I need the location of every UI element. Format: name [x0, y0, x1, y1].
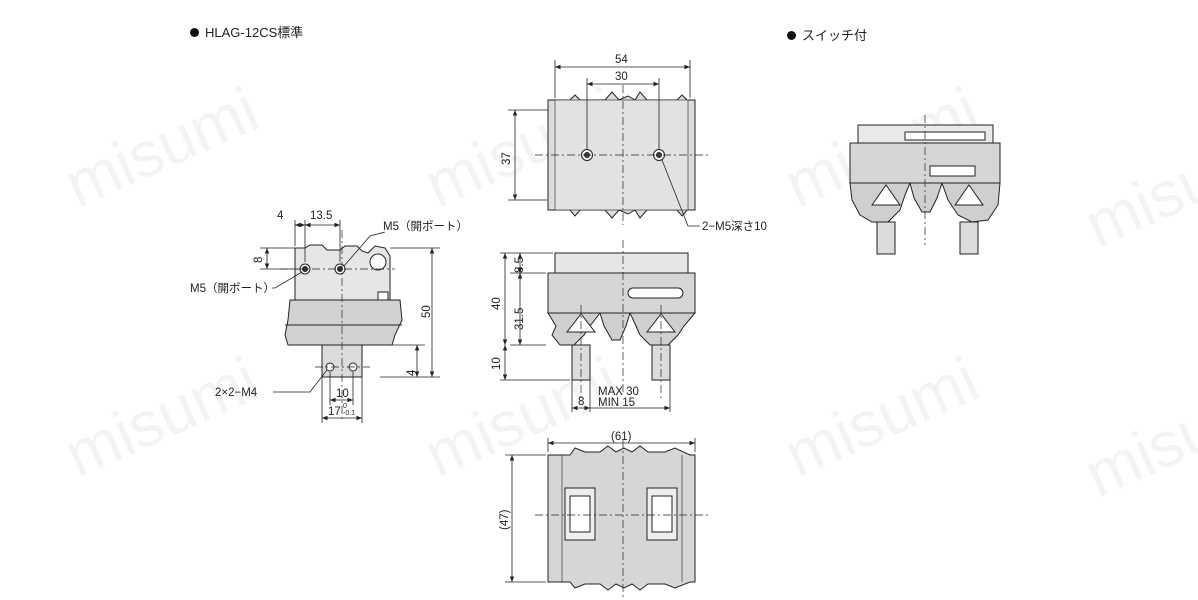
- front-view: [547, 240, 697, 400]
- switch-view: [849, 115, 1001, 255]
- bullet-icon: [190, 28, 199, 38]
- dim-side-17: 17: [328, 406, 341, 418]
- top-view: [535, 85, 710, 225]
- dim-side-4b: 4: [406, 369, 418, 376]
- heading-standard: HLAG-12CS標準: [190, 22, 303, 41]
- dim-top-54: 54: [615, 54, 628, 66]
- dim-side-50: 50: [421, 305, 433, 318]
- bullet-icon: [787, 31, 796, 41]
- dim-front-31-5: 31.5: [514, 308, 526, 330]
- dim-front-min: MIN 15: [598, 397, 635, 409]
- dim-top-30: 30: [615, 71, 628, 83]
- bottom-dims: [505, 438, 696, 583]
- side-view: [280, 230, 403, 420]
- bottom-view: [535, 440, 710, 598]
- heading-with-switch: スイッチ付: [787, 25, 867, 44]
- dim-front-10: 10: [491, 357, 503, 370]
- dim-bottom-47: (47): [499, 509, 511, 530]
- dim-front-40: 40: [491, 297, 503, 310]
- dim-front-8-5: 8.5: [514, 257, 526, 273]
- callout-m5-port-2: M5（開ポート）: [190, 282, 275, 295]
- dim-side-8: 8: [253, 257, 265, 263]
- dim-side-10: 10: [336, 388, 349, 400]
- top-dims: [508, 60, 700, 227]
- dim-side-4: 4: [277, 210, 284, 222]
- tolerance-upper: 0: [343, 403, 347, 410]
- callout-2x2-m4: 2×2−M4: [215, 387, 258, 399]
- callout-2-m5: 2−M5深さ10: [702, 219, 767, 233]
- side-dims: [260, 220, 440, 423]
- callout-m5-port-1: M5（開ポート）: [383, 220, 468, 233]
- heading-with-switch-text: スイッチ付: [802, 28, 868, 43]
- dim-front-8: 8: [578, 396, 584, 408]
- dim-top-37: 37: [501, 152, 513, 165]
- dim-side-13-5: 13.5: [310, 210, 332, 222]
- dim-bottom-61: (61): [611, 431, 632, 443]
- front-dims: [500, 252, 671, 412]
- tolerance-lower: -0.1: [343, 410, 355, 417]
- dim-front-max: MAX 30: [598, 386, 639, 398]
- heading-standard-text: HLAG-12CS標準: [205, 25, 304, 40]
